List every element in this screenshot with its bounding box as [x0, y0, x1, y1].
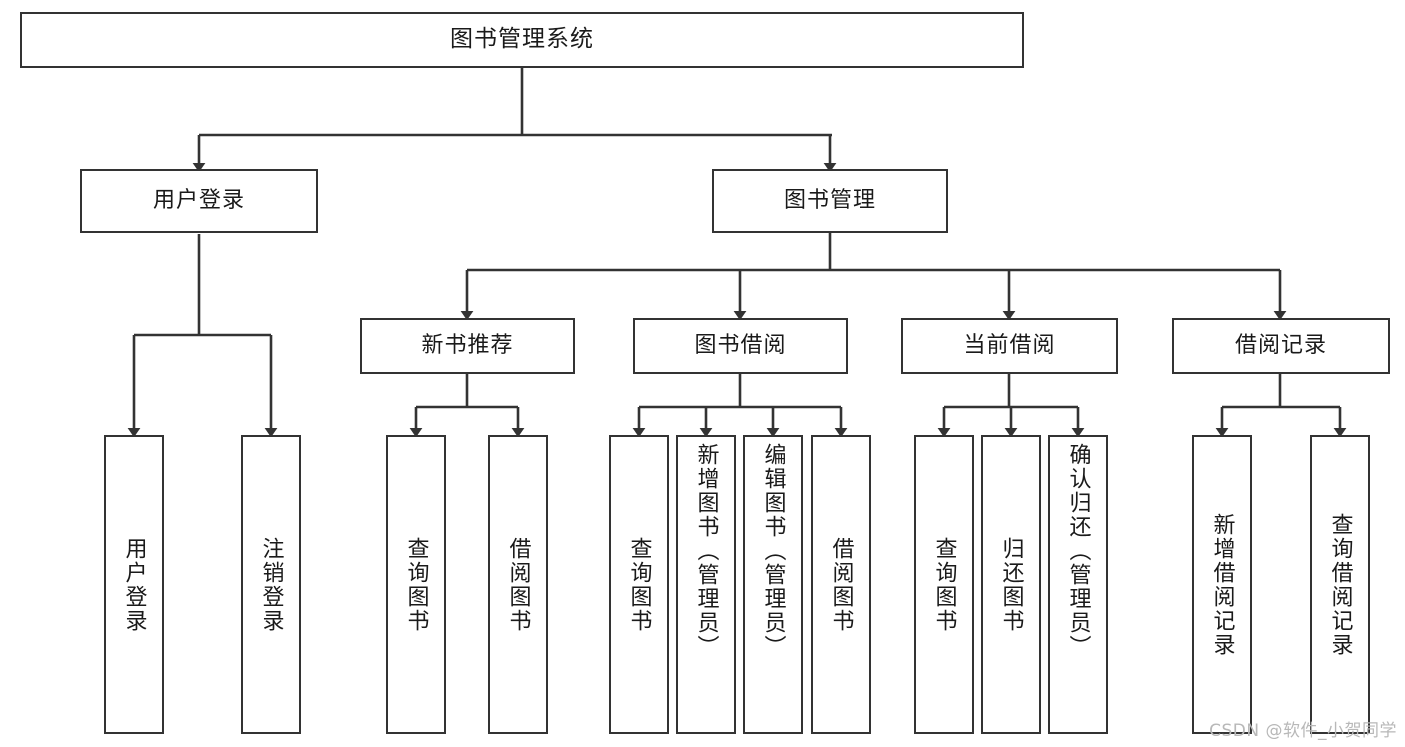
node-label: 图书管理系统 — [450, 26, 594, 53]
node-new-book-recommendation[interactable]: 新书推荐 — [360, 318, 575, 374]
node-label: 借阅图书 — [505, 536, 531, 633]
node-root-system[interactable]: 图书管理系统 — [20, 12, 1024, 68]
node-label: 用户登录 — [121, 536, 147, 633]
leaf-query-borrow-record[interactable]: 查询借阅记录 — [1310, 435, 1370, 734]
node-label: 注销登录 — [258, 536, 284, 633]
node-book-borrow[interactable]: 图书借阅 — [633, 318, 848, 374]
node-label: 编辑图书（管理员） — [760, 443, 786, 659]
node-label: 查询图书 — [626, 536, 652, 633]
leaf-user-login[interactable]: 用户登录 — [104, 435, 164, 734]
node-label: 图书借阅 — [694, 332, 787, 358]
leaf-borrow-book-recommendation[interactable]: 借阅图书 — [488, 435, 548, 734]
node-label: 查询图书 — [403, 536, 429, 633]
node-label: 当前借阅 — [963, 332, 1056, 358]
node-label: 用户登录 — [152, 187, 245, 213]
node-label: 归还图书 — [998, 536, 1024, 633]
node-label: 新书推荐 — [421, 332, 514, 358]
leaf-add-book[interactable]: 新增图书（管理员） — [676, 435, 736, 734]
node-book-management[interactable]: 图书管理 — [712, 169, 948, 233]
leaf-borrow-book[interactable]: 借阅图书 — [811, 435, 871, 734]
leaf-query-book-current[interactable]: 查询图书 — [914, 435, 974, 734]
node-label: 新增图书（管理员） — [693, 443, 719, 659]
leaf-return-book[interactable]: 归还图书 — [981, 435, 1041, 734]
node-label: 借阅记录 — [1234, 332, 1327, 358]
node-current-borrow[interactable]: 当前借阅 — [901, 318, 1118, 374]
node-label: 图书管理 — [783, 187, 876, 213]
node-label: 新增借阅记录 — [1209, 512, 1235, 657]
node-label: 确认归还（管理员） — [1065, 443, 1091, 659]
node-label: 查询借阅记录 — [1327, 512, 1353, 657]
leaf-edit-book[interactable]: 编辑图书（管理员） — [743, 435, 803, 734]
node-user-login[interactable]: 用户登录 — [80, 169, 318, 233]
leaf-query-book-borrow[interactable]: 查询图书 — [609, 435, 669, 734]
leaf-logout[interactable]: 注销登录 — [241, 435, 301, 734]
node-label: 查询图书 — [931, 536, 957, 633]
node-label: 借阅图书 — [828, 536, 854, 633]
node-borrow-record[interactable]: 借阅记录 — [1172, 318, 1390, 374]
leaf-add-borrow-record[interactable]: 新增借阅记录 — [1192, 435, 1252, 734]
leaf-confirm-return[interactable]: 确认归还（管理员） — [1048, 435, 1108, 734]
leaf-query-book-recommendation[interactable]: 查询图书 — [386, 435, 446, 734]
